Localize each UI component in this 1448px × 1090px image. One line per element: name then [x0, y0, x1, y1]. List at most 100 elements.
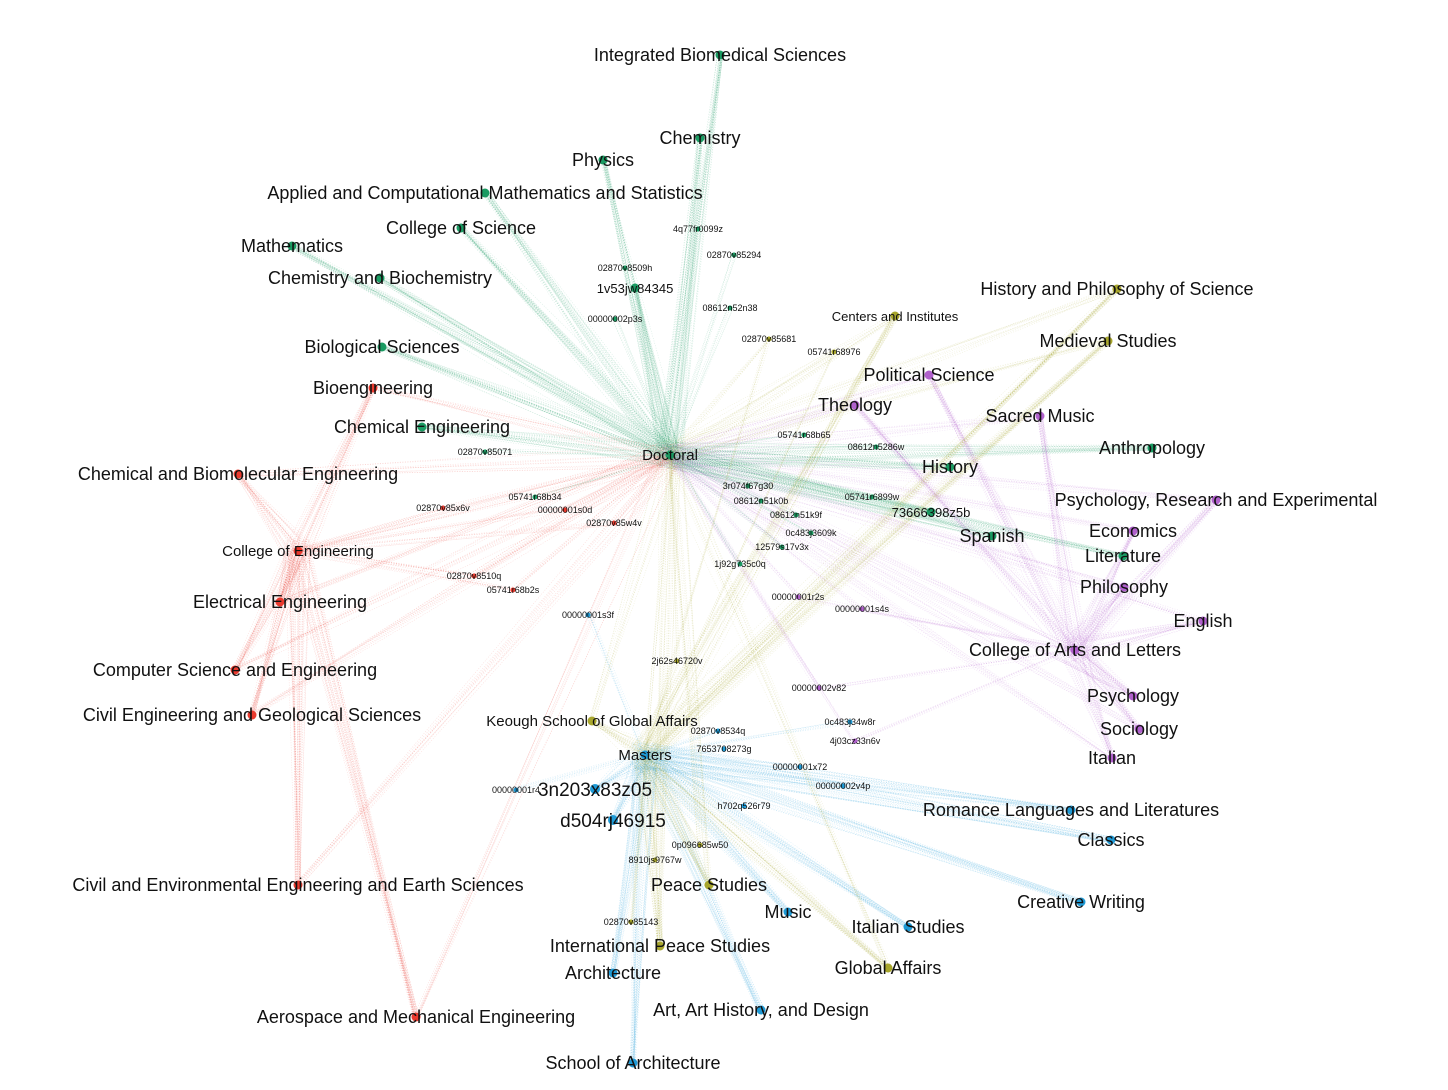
node-sacred-music[interactable] — [1035, 411, 1045, 421]
node-applied-and-computational-mathematics-and-statistics[interactable] — [480, 188, 490, 198]
node-00000001s4s[interactable] — [859, 606, 865, 612]
node-civil-and-environmental-engineering-and-earth-sciences[interactable] — [293, 880, 303, 890]
node-0c483j3609k[interactable] — [808, 530, 814, 536]
node-global-affairs[interactable] — [883, 963, 893, 973]
node-college-of-science[interactable] — [456, 223, 466, 233]
node-02870v8534q[interactable] — [715, 728, 721, 734]
node-7653708273g[interactable] — [721, 746, 727, 752]
node-02870v8509h[interactable] — [622, 265, 628, 271]
node-economics[interactable] — [1128, 526, 1138, 536]
node-college-of-arts-and-letters[interactable] — [1070, 645, 1080, 655]
node-english[interactable] — [1198, 616, 1208, 626]
node-chemical-and-biomolecular-engineering[interactable] — [233, 469, 243, 479]
node-4q77fr0099z[interactable] — [695, 226, 701, 232]
node-08612n52n38[interactable] — [727, 305, 733, 311]
node-keough-school-of-global-affairs[interactable] — [587, 716, 597, 726]
node-02870v85w4v[interactable] — [611, 520, 617, 526]
node-00000001x72[interactable] — [797, 764, 803, 770]
node-02870v8510q[interactable] — [471, 573, 477, 579]
node-00000002v4p[interactable] — [840, 783, 846, 789]
node-00000001r4[interactable] — [513, 787, 519, 793]
edge — [676, 460, 929, 515]
node-art-art-history-and-design[interactable] — [756, 1005, 766, 1015]
node-4j03cz33n6v[interactable] — [852, 738, 858, 744]
node-political-science[interactable] — [924, 370, 934, 380]
node-civil-engineering-and-geological-sciences[interactable] — [247, 710, 257, 720]
node-chemistry[interactable] — [695, 133, 705, 143]
node-12579s17v3x[interactable] — [779, 544, 785, 550]
node-05741r68976[interactable] — [831, 349, 837, 355]
node-classics[interactable] — [1106, 835, 1116, 845]
edge — [854, 402, 1076, 662]
node-italian[interactable] — [1107, 753, 1117, 763]
node-1j92g735c0q[interactable] — [737, 561, 743, 567]
node-1v53jw84345[interactable] — [630, 283, 640, 293]
node-creative-writing[interactable] — [1076, 897, 1086, 907]
edge — [633, 289, 665, 444]
node-3r074f67g30[interactable] — [745, 483, 751, 489]
node-00000002v82[interactable] — [816, 685, 822, 691]
node-8910js9767w[interactable] — [652, 857, 658, 863]
node-3n203x83z05[interactable] — [590, 784, 600, 794]
node-theology[interactable] — [850, 400, 860, 410]
node-08612n5286w[interactable] — [873, 444, 879, 450]
node-00000002p3s[interactable] — [612, 316, 618, 322]
node-sociology[interactable] — [1134, 724, 1144, 734]
node-d504rj46915[interactable] — [608, 815, 618, 825]
node-08612n51k9f[interactable] — [793, 512, 799, 518]
node-peace-studies[interactable] — [704, 880, 714, 890]
node-00000001s0d[interactable] — [562, 507, 568, 513]
node-02870v85x6v[interactable] — [440, 505, 446, 511]
node-02870v85681[interactable] — [766, 336, 772, 342]
edge — [656, 752, 1069, 812]
edge — [796, 599, 1078, 651]
node-electrical-engineering[interactable] — [275, 597, 285, 607]
node-anthropology[interactable] — [1147, 443, 1157, 453]
node-h702q526r79[interactable] — [741, 803, 747, 809]
node-history-and-philosophy-of-science[interactable] — [1112, 284, 1122, 294]
node-05741r68b34[interactable] — [532, 494, 538, 500]
node-05741r6899w[interactable] — [869, 494, 875, 500]
node-philosophy[interactable] — [1119, 582, 1129, 592]
node-chemistry-and-biochemistry[interactable] — [375, 273, 385, 283]
edge — [612, 767, 648, 976]
node-medieval-studies[interactable] — [1103, 336, 1113, 346]
node-doctoral[interactable] — [665, 450, 675, 460]
node-2j62s46720v[interactable] — [674, 658, 680, 664]
node-73666398z5b[interactable] — [926, 507, 936, 517]
node-biological-sciences[interactable] — [377, 342, 387, 352]
node-aerospace-and-mechanical-engineering[interactable] — [411, 1012, 421, 1022]
edge — [668, 446, 1150, 468]
node-history[interactable] — [945, 462, 955, 472]
node-music[interactable] — [783, 907, 793, 917]
node-08612n51k0b[interactable] — [758, 498, 764, 504]
node-02870v85071[interactable] — [482, 449, 488, 455]
node-0c483j34w8r[interactable] — [847, 719, 853, 725]
node-school-of-architecture[interactable] — [628, 1058, 638, 1068]
node-psychology[interactable] — [1128, 691, 1138, 701]
edge — [592, 718, 651, 750]
node-international-peace-studies[interactable] — [655, 941, 665, 951]
node-bioengineering[interactable] — [368, 383, 378, 393]
node-psychology-research-and-experimental[interactable] — [1211, 495, 1221, 505]
node-mathematics[interactable] — [287, 241, 297, 251]
node-02870v85143[interactable] — [628, 919, 634, 925]
node-college-of-engineering[interactable] — [293, 546, 303, 556]
node-architecture[interactable] — [608, 968, 618, 978]
node-0p096685w50[interactable] — [697, 842, 703, 848]
node-chemical-engineering[interactable] — [417, 422, 427, 432]
node-05741r68b2s[interactable] — [510, 587, 516, 593]
node-literature[interactable] — [1118, 551, 1128, 561]
node-05741r68b65[interactable] — [801, 432, 807, 438]
node-romance-languages-and-literatures[interactable] — [1066, 805, 1076, 815]
node-02870v85294[interactable] — [731, 252, 737, 258]
node-masters[interactable] — [640, 750, 650, 760]
node-centers-and-institutes[interactable] — [890, 311, 900, 321]
node-spanish[interactable] — [987, 531, 997, 541]
node-physics[interactable] — [598, 155, 608, 165]
node-italian-studies[interactable] — [903, 922, 913, 932]
node-00000001s3f[interactable] — [585, 612, 591, 618]
node-integrated-biomedical-sciences[interactable] — [715, 50, 725, 60]
node-computer-science-and-engineering[interactable] — [230, 665, 240, 675]
node-00000001r2s[interactable] — [795, 594, 801, 600]
